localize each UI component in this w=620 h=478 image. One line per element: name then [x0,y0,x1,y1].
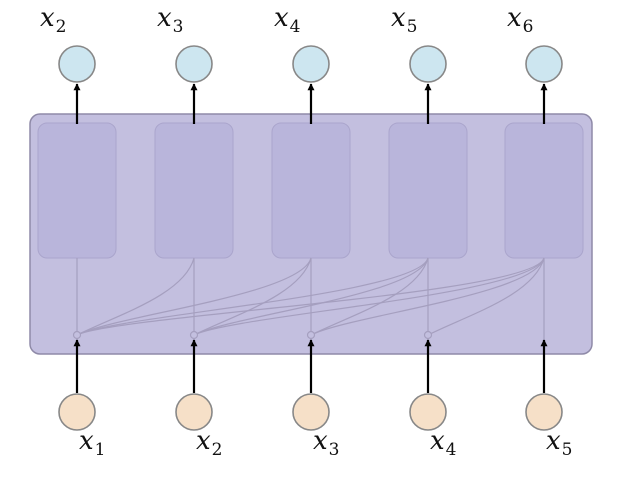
connection-curve [310,257,429,336]
output-node [58,45,96,83]
output-labels: x2 x3 x4 x5 x6 [40,3,534,37]
input-node [525,393,563,431]
output-label: x3 [157,3,184,37]
input-label: x5 [546,426,573,460]
junction-dot [423,330,433,340]
hidden-cell [504,122,584,259]
hidden-cell [37,122,117,259]
hidden-cell [154,122,234,259]
output-label: x6 [507,3,534,37]
hidden-cell [271,122,351,259]
input-node [58,393,96,431]
junction-points [72,330,433,340]
connection-curve [310,257,545,336]
input-label: x1 [79,426,106,460]
output-label: x2 [40,3,67,37]
input-label: x3 [313,426,340,460]
output-node [292,45,330,83]
junction-dot [72,330,82,340]
output-label: x5 [391,3,418,37]
input-labels: x1 x2 x3 x4 x5 [79,426,573,460]
arrows [73,83,548,393]
hidden-cells [37,122,584,259]
connection-curve [193,257,312,336]
input-node [175,393,213,431]
connection-curve [76,257,195,336]
output-nodes [58,45,563,83]
causal-connections [76,257,545,336]
input-node [292,393,330,431]
output-node [525,45,563,83]
input-label: x4 [430,426,457,460]
junction-dot [306,330,316,340]
output-label: x4 [274,3,301,37]
input-label: x2 [196,426,223,460]
output-node [175,45,213,83]
connection-curve [427,257,545,336]
connection-curve [76,257,312,336]
junction-dot [189,330,199,340]
hidden-cell [388,122,468,259]
input-node [409,393,447,431]
connection-curve [193,257,429,336]
input-nodes [58,393,563,431]
output-node [409,45,447,83]
